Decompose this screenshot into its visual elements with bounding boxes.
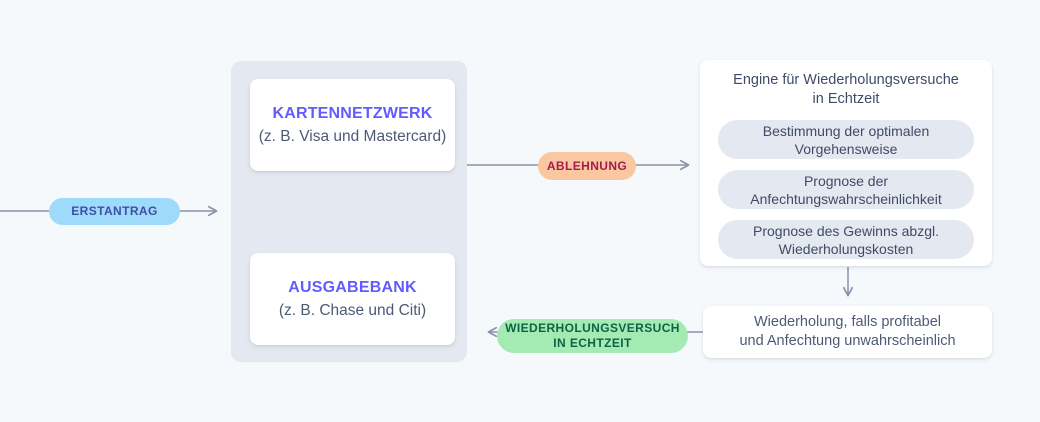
retry-badge: WIEDERHOLUNGSVERSUCH IN ECHTZEIT bbox=[497, 319, 688, 353]
erstantrag-label: ERSTANTRAG bbox=[71, 204, 158, 218]
retry-result-node: Wiederholung, falls profitabel und Anfec… bbox=[703, 306, 992, 358]
retry-badge-line1: WIEDERHOLUNGSVERSUCH bbox=[505, 321, 680, 335]
ablehnung-label: ABLEHNUNG bbox=[546, 158, 628, 173]
erstantrag-badge: ERSTANTRAG bbox=[49, 198, 180, 225]
pill-text: Wiederholungskosten bbox=[778, 240, 914, 257]
retry-engine-title-line2: in Echtzeit bbox=[812, 91, 880, 107]
ablehnung-badge: ABLEHNUNG bbox=[538, 152, 636, 180]
retry-result-line2: und Anfechtung unwahrscheinlich bbox=[739, 333, 956, 349]
pill-text: Prognose des Gewinns abzgl. bbox=[753, 222, 939, 239]
issuing-bank-node: AUSGABEBANK (z. B. Chase und Citi) bbox=[250, 253, 455, 345]
card-network-subtitle: (z. B. Visa und Mastercard) bbox=[258, 128, 447, 145]
pill-text: Anfechtungswahrscheinlichkeit bbox=[750, 190, 942, 207]
card-network-title: KARTENNETZWERK bbox=[272, 105, 433, 122]
issuing-bank-title: AUSGABEBANK bbox=[288, 279, 417, 296]
engine-pill-dispute-probability: Prognose der Anfechtungswahrscheinlichke… bbox=[718, 170, 974, 209]
retry-badge-line2: IN ECHTZEIT bbox=[553, 336, 632, 350]
retry-engine-node: Engine für Wiederholungsversuche in Echt… bbox=[700, 60, 992, 266]
retry-engine-title: Engine für Wiederholungsversuche in Echt… bbox=[733, 71, 959, 109]
retry-engine-title-line1: Engine für Wiederholungsversuche bbox=[733, 72, 959, 88]
card-network-node: KARTENNETZWERK (z. B. Visa und Mastercar… bbox=[250, 79, 455, 171]
issuing-bank-subtitle: (z. B. Chase und Citi) bbox=[278, 302, 427, 319]
pill-text: Vorgehensweise bbox=[794, 140, 898, 157]
pill-text: Prognose der bbox=[803, 172, 889, 189]
pill-text: Bestimmung der optimalen bbox=[762, 122, 930, 139]
retry-result-line1: Wiederholung, falls profitabel bbox=[754, 314, 941, 330]
engine-pill-profit-forecast: Prognose des Gewinns abzgl. Wiederholung… bbox=[718, 220, 974, 259]
engine-pill-optimal-action: Bestimmung der optimalen Vorgehensweise bbox=[718, 120, 974, 159]
